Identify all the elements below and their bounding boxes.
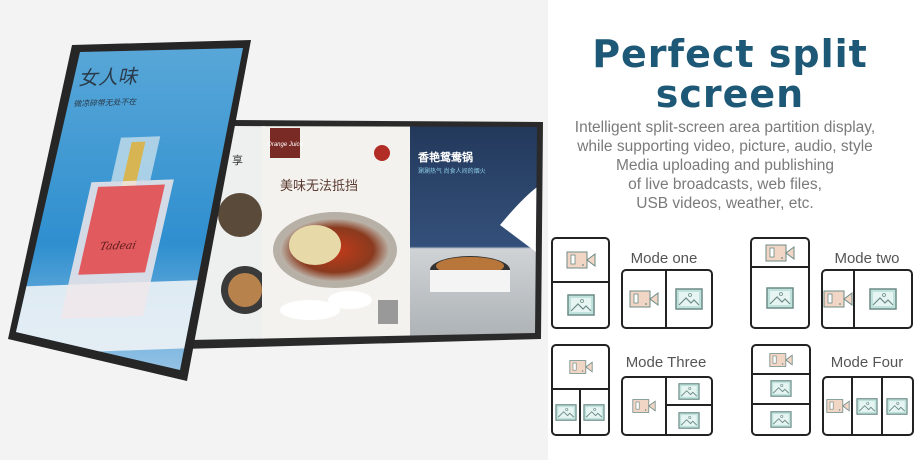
image-icon bbox=[869, 288, 897, 310]
orange-juice-badge: Orange Juice bbox=[267, 142, 303, 148]
video-camera-icon bbox=[765, 244, 795, 262]
portrait-layout bbox=[750, 237, 810, 329]
image-icon bbox=[675, 288, 703, 310]
left-panel-text: 享 bbox=[232, 153, 243, 167]
right-subline: 涮涮热气 尚食人间的烟火 bbox=[418, 167, 486, 175]
landscape-layout bbox=[621, 269, 713, 329]
video-cell bbox=[623, 271, 667, 327]
page-title: Perfect split screen bbox=[592, 32, 868, 116]
video-camera-icon bbox=[823, 290, 853, 308]
image-cell bbox=[581, 390, 609, 434]
portrait-layout bbox=[551, 344, 610, 436]
image-icon bbox=[770, 411, 792, 428]
image-icon bbox=[555, 403, 577, 421]
middle-headline: 美味无法抵挡 bbox=[280, 179, 358, 194]
portrait-layout bbox=[551, 237, 610, 329]
mode-label: Mode Four bbox=[830, 354, 904, 371]
video-camera-icon bbox=[632, 399, 656, 413]
video-camera-icon bbox=[769, 352, 793, 367]
description: Intelligent split-screen area partition … bbox=[560, 118, 890, 213]
landscape-screen: 享 Orange Juice 美味无法抵挡 香艳鸳鸯锅 涮涮热气 尚食人间的烟火 bbox=[182, 120, 543, 349]
portrait-layout bbox=[751, 344, 811, 436]
landscape-layout bbox=[621, 376, 713, 436]
image-cell bbox=[753, 375, 809, 405]
description-line: Intelligent split-screen area partition … bbox=[574, 119, 876, 136]
image-cell bbox=[752, 268, 808, 327]
bottle-brand: Tadeai bbox=[99, 239, 138, 253]
portrait-screen: 女人味 微凉碎带无处不在 Tadeai bbox=[8, 40, 251, 381]
description-line: Media uploading and publishing bbox=[615, 157, 835, 174]
image-cell bbox=[753, 405, 809, 434]
image-icon bbox=[770, 380, 792, 398]
image-cell bbox=[553, 283, 608, 327]
video-camera-icon bbox=[568, 360, 593, 374]
video-cell bbox=[553, 239, 608, 283]
portrait-subline: 微凉碎带无处不在 bbox=[73, 96, 138, 108]
video-cell bbox=[753, 346, 809, 376]
video-cell bbox=[824, 378, 854, 434]
mode-label: Mode Three bbox=[625, 354, 707, 371]
product-photo: 享 Orange Juice 美味无法抵挡 香艳鸳鸯锅 涮涮热气 尚食人间的烟火… bbox=[0, 0, 548, 460]
video-cell bbox=[752, 239, 808, 269]
mode-label: Mode two bbox=[834, 250, 900, 267]
video-cell bbox=[553, 346, 608, 390]
image-icon bbox=[766, 286, 794, 309]
image-icon bbox=[856, 397, 878, 415]
image-cell bbox=[883, 378, 912, 434]
image-icon bbox=[583, 403, 605, 421]
image-icon bbox=[678, 411, 700, 429]
image-cell bbox=[553, 390, 581, 434]
description-line: USB videos, weather, etc. bbox=[636, 195, 814, 212]
video-camera-icon bbox=[566, 251, 595, 269]
mode-label: Mode one bbox=[630, 250, 698, 267]
video-camera-icon bbox=[629, 290, 659, 308]
image-icon bbox=[566, 294, 595, 316]
image-cell bbox=[667, 271, 711, 327]
video-cell bbox=[623, 378, 667, 434]
image-cell bbox=[667, 406, 711, 434]
landscape-layout bbox=[822, 376, 914, 436]
image-icon bbox=[678, 382, 700, 400]
landscape-layout bbox=[821, 269, 913, 329]
image-icon bbox=[886, 397, 908, 415]
description-line: while supporting video, picture, audio, … bbox=[577, 138, 873, 155]
portrait-headline: 女人味 bbox=[77, 66, 141, 90]
image-cell bbox=[667, 378, 711, 406]
image-cell bbox=[855, 271, 911, 327]
video-cell bbox=[823, 271, 855, 327]
image-cell bbox=[853, 378, 883, 434]
description-line: of live broadcasts, web files, bbox=[628, 176, 822, 193]
right-headline: 香艳鸳鸯锅 bbox=[417, 150, 473, 164]
video-camera-icon bbox=[826, 399, 850, 413]
